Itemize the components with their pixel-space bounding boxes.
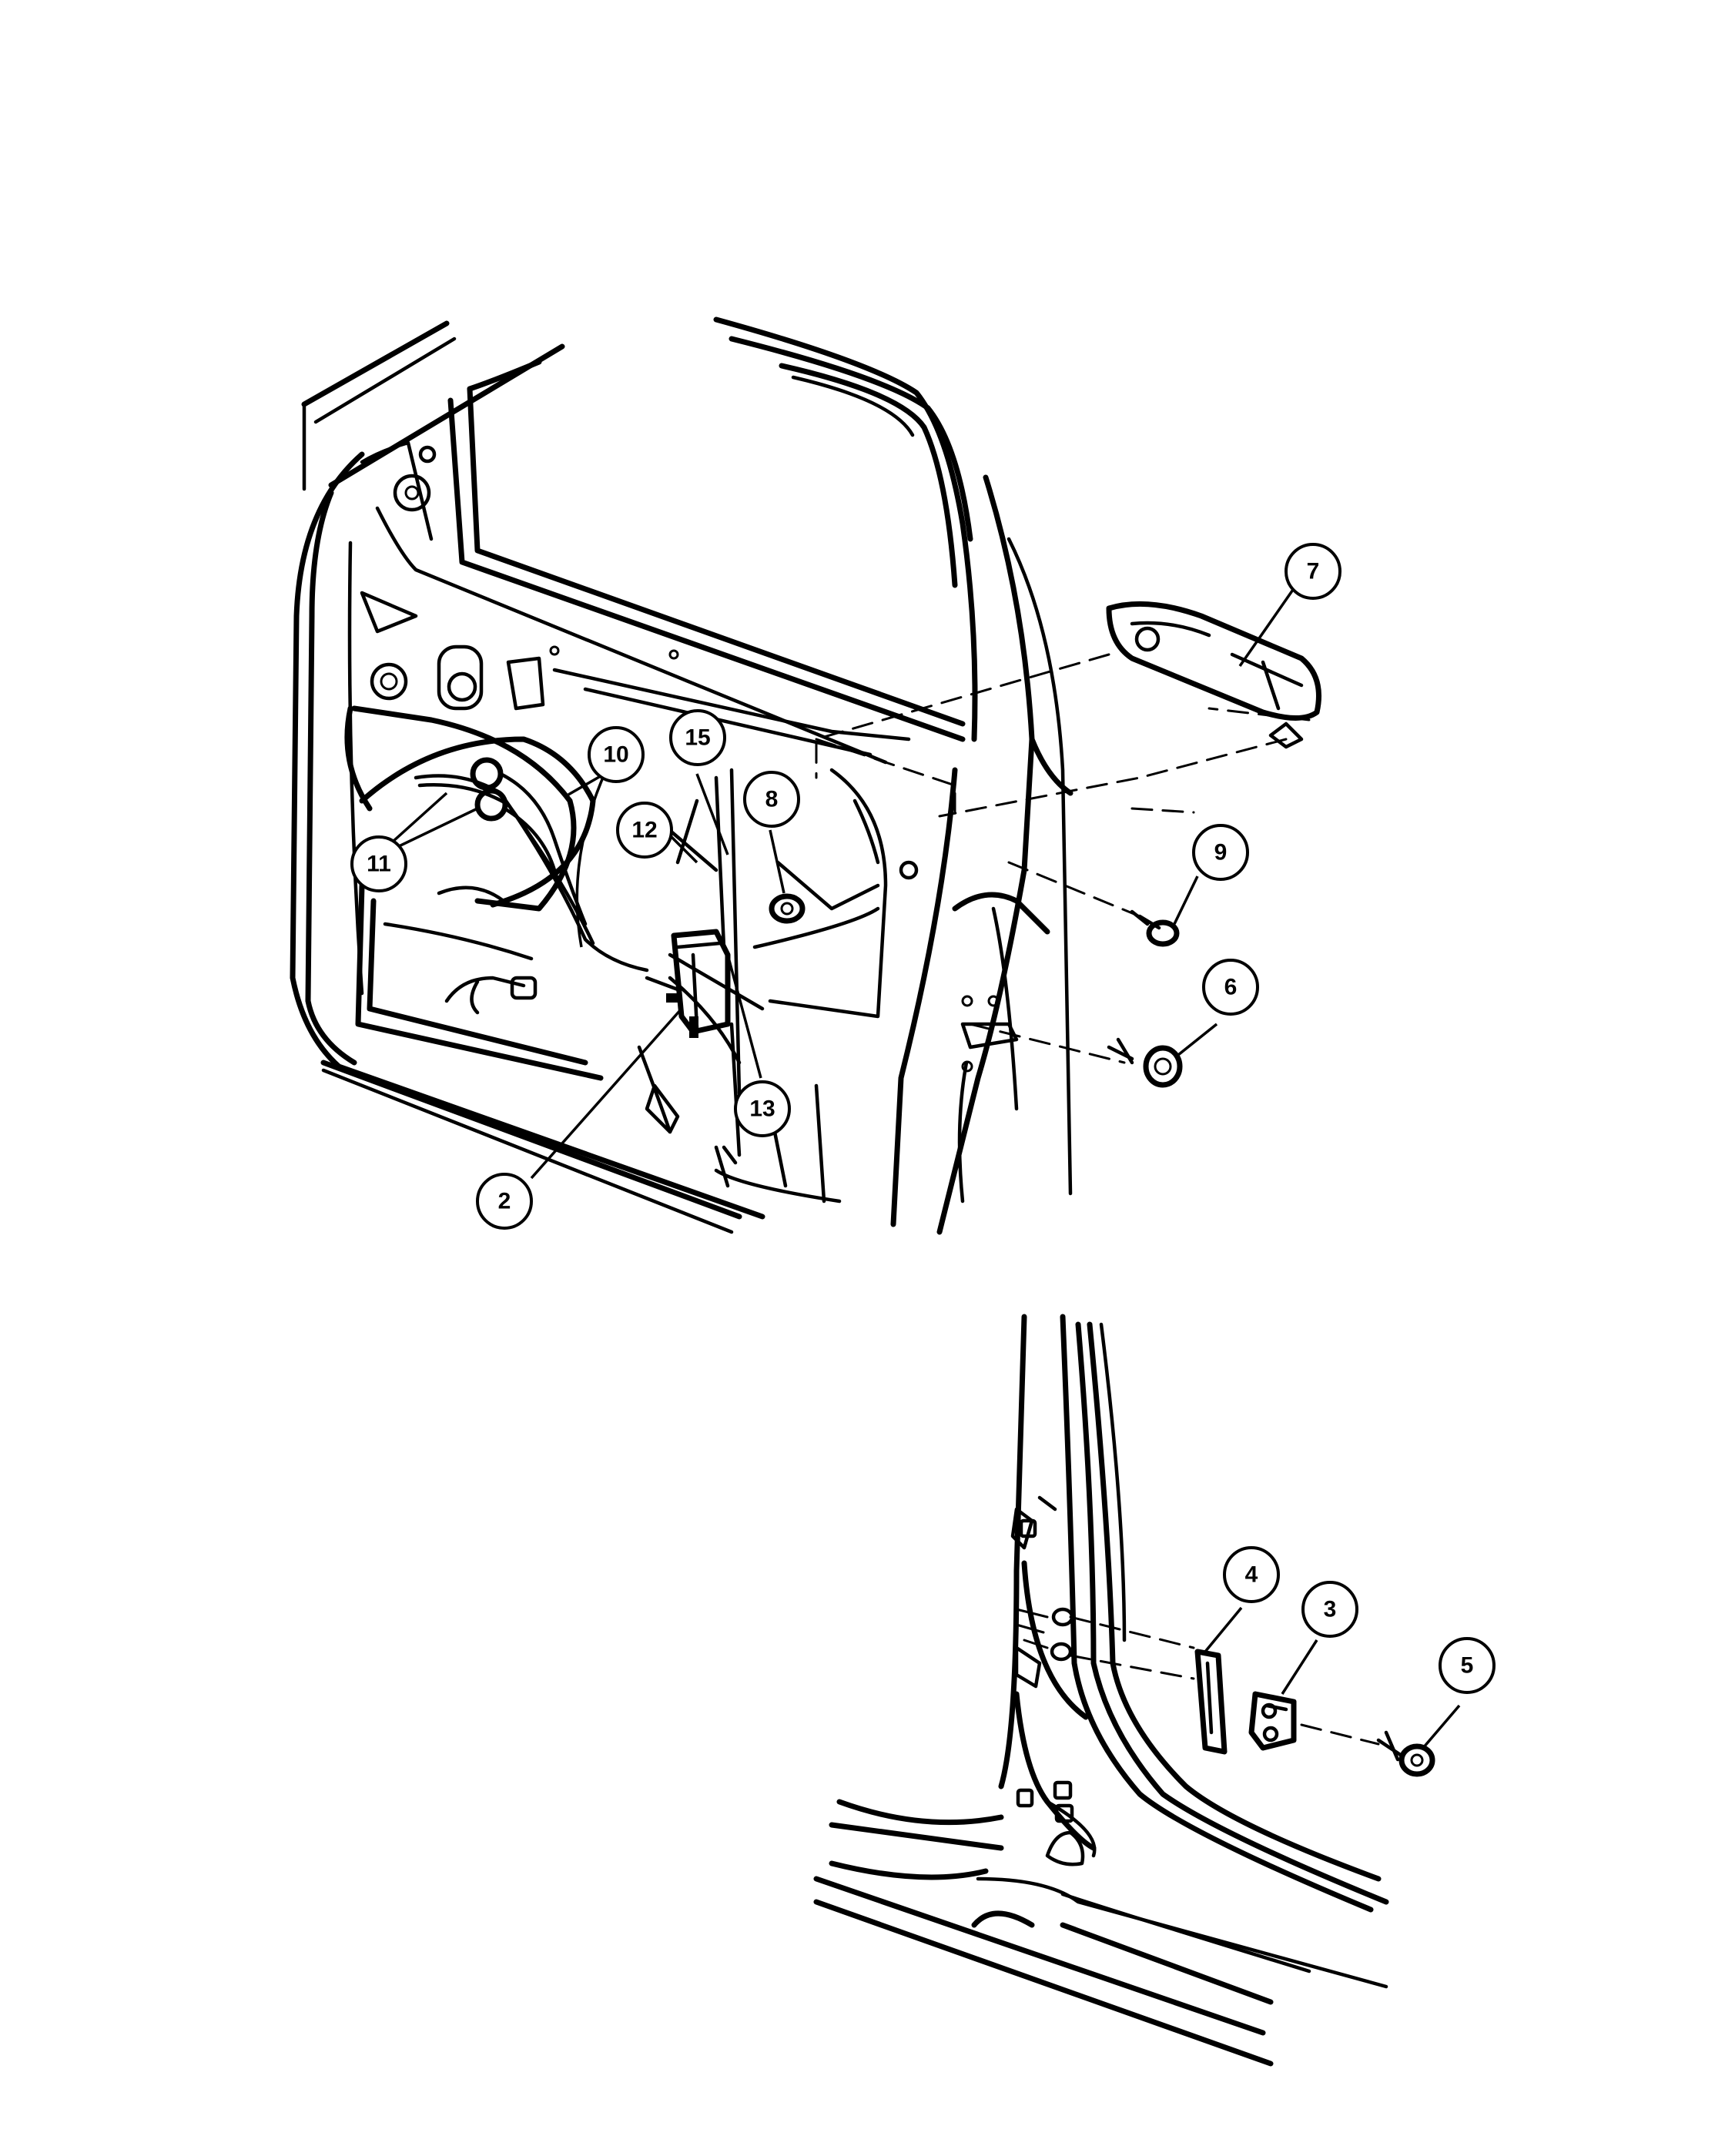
callout-15: 15 [669,709,726,766]
svg-text:15: 15 [685,725,710,751]
callout-leaders [368,577,1461,1749]
svg-text:6: 6 [1224,975,1238,1000]
svg-text:11: 11 [367,852,391,877]
svg-text:5: 5 [1461,1653,1474,1679]
callout-11: 11 [350,835,407,892]
shim-4 [1194,1649,1228,1755]
callout-4: 4 [1223,1546,1280,1603]
svg-text:3: 3 [1324,1597,1337,1622]
callout-8: 8 [743,771,800,828]
outside-handle [1106,601,1321,749]
striker-3 [1248,1691,1297,1751]
svg-text:2: 2 [498,1189,511,1214]
assembly-lines-upper [815,653,1311,1064]
svg-text:9: 9 [1214,840,1228,865]
nut-8 [769,893,806,924]
bolt-9 [1130,909,1180,947]
svg-text:10: 10 [603,742,628,768]
callout-6: 6 [1202,959,1259,1016]
callout-9: 9 [1192,824,1249,881]
callout-7: 7 [1285,543,1341,600]
callout-3: 3 [1301,1581,1358,1638]
b-pillar-view [813,1314,1389,2067]
bolt-6 [1107,1037,1183,1088]
callout-5: 5 [1439,1637,1496,1694]
screw-5 [1376,1730,1435,1777]
callout-13: 13 [734,1080,791,1137]
svg-text:7: 7 [1307,559,1320,584]
callout-10: 10 [588,726,645,783]
svg-text:13: 13 [749,1096,775,1122]
callout-2: 2 [476,1173,533,1230]
svg-text:4: 4 [1245,1562,1258,1588]
door-assembly-view [290,316,1074,1235]
svg-text:8: 8 [765,787,779,812]
svg-text:12: 12 [631,818,657,843]
assembly-lines-lower [1069,1615,1380,1746]
callout-12: 12 [616,802,673,859]
